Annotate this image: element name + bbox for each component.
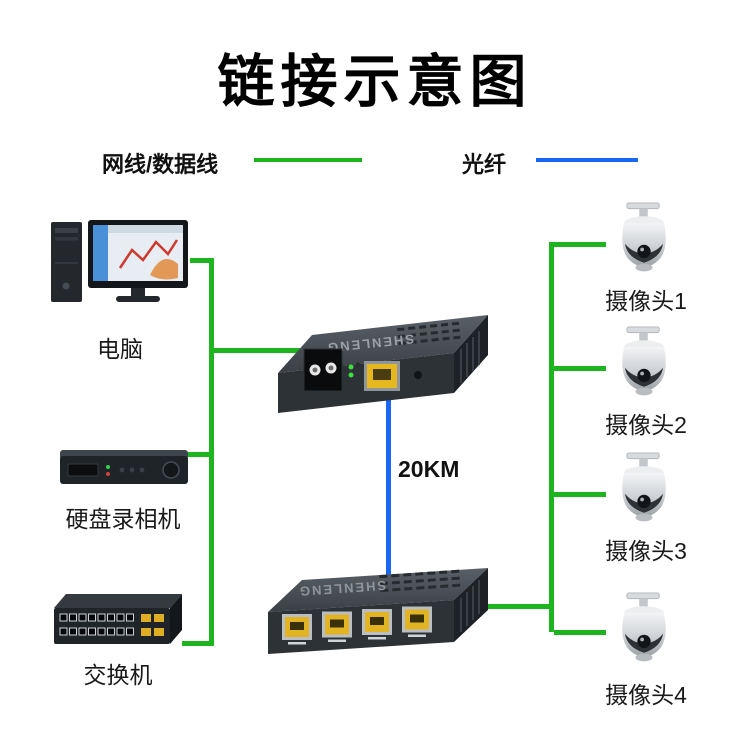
cable-stub-camera-4	[554, 630, 606, 635]
dvr-label: 硬盘录相机	[65, 506, 181, 532]
cable-stub-camera-2	[554, 366, 606, 371]
dvr-icon	[58, 444, 190, 492]
legend-cable-label: 网线/数据线	[102, 152, 219, 177]
computer-label: 电脑	[97, 336, 143, 362]
camera-3-label: 摄像头3	[605, 538, 687, 564]
fiber-link-line	[386, 400, 391, 578]
ptz-camera-2-icon	[606, 326, 682, 402]
desktop-computer-icon	[50, 220, 190, 320]
cable-trunk-right	[549, 242, 554, 632]
media-converter-bottom: SHENLENG	[256, 548, 496, 672]
camera-4-label: 摄像头4	[605, 682, 687, 708]
cable-stub-converter-bottom	[488, 604, 554, 609]
converter-bottom-brand-text: SHENLENG	[298, 578, 387, 599]
cable-stub-converter	[214, 348, 300, 353]
ptz-camera-4-icon	[606, 592, 682, 668]
fiber-distance-label: 20KM	[398, 456, 460, 482]
ptz-camera-3-icon	[606, 452, 682, 528]
ptz-camera-1-icon	[606, 202, 682, 278]
switch-icon	[48, 588, 184, 650]
legend-cable-line	[254, 158, 362, 162]
cable-stub-switch	[182, 641, 214, 646]
cable-stub-computer	[190, 258, 214, 263]
camera-1-label: 摄像头1	[605, 288, 687, 314]
cable-stub-dvr	[188, 452, 214, 457]
page-title: 链接示意图	[217, 50, 533, 114]
media-converter-top: SHENLENG	[258, 295, 490, 427]
cable-stub-camera-1	[554, 242, 606, 247]
switch-label: 交换机	[83, 662, 153, 688]
cable-trunk-left	[209, 258, 214, 646]
cable-stub-camera-3	[554, 492, 606, 497]
camera-2-label: 摄像头2	[605, 412, 687, 438]
legend-fiber-line	[536, 158, 638, 162]
legend-fiber-label: 光纤	[462, 152, 507, 177]
